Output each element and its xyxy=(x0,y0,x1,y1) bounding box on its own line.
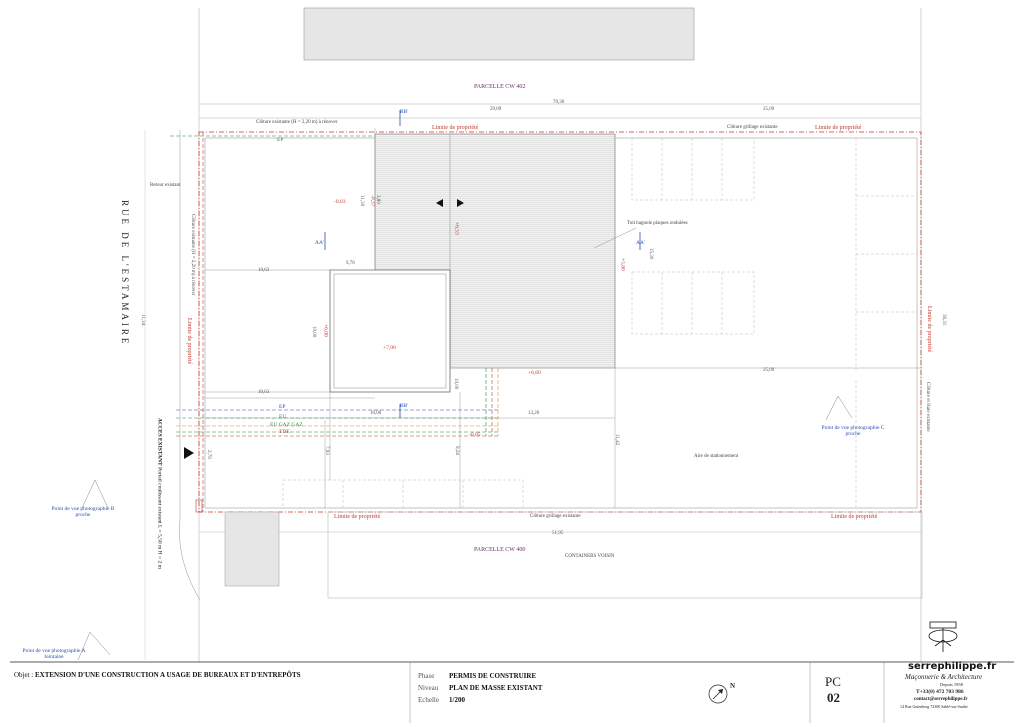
dimension-label: 9,76 xyxy=(346,261,355,266)
network-tel-label: TDE xyxy=(279,429,290,435)
niveau-label: Niveau xyxy=(418,684,439,692)
north-arrow-label: N xyxy=(730,682,736,690)
parcel-north-label: PARCELLE CW 402 xyxy=(474,84,526,90)
property-limit-label: Limite de propriété xyxy=(432,125,479,131)
dimension-label: 9,24 xyxy=(454,446,459,455)
elevation-marker: +6,60 xyxy=(528,370,541,376)
property-limit-label: Limite de propriété xyxy=(926,306,932,353)
dimension-label: 3,80 xyxy=(375,195,380,204)
access-label: ACCES EXISTANT Portail coulissant exista… xyxy=(156,418,163,569)
access-title: ACCES EXISTANT xyxy=(156,418,163,466)
neighbor-containers-plot xyxy=(327,511,923,599)
dimension-label: 13,20 xyxy=(528,411,540,416)
dimension-label: 10,00 xyxy=(370,411,382,416)
viewpoint-b-label: Point de vue photographie B proche xyxy=(51,506,115,518)
fence-label-east: Clôture et Haie existante xyxy=(925,382,930,432)
elevation-marker: +6,53 xyxy=(453,222,460,235)
dimension-label: 25,09 xyxy=(763,368,775,373)
network-ep-label: EP xyxy=(277,137,284,143)
elevation-marker: +5,80 xyxy=(619,258,626,271)
north-arrow-circle xyxy=(708,684,728,704)
elevation-marker: -0,03 xyxy=(334,199,346,205)
retour-note: Retour existant xyxy=(150,183,181,188)
object-label: Objet : xyxy=(14,671,34,679)
parcel-south-label: PARCELLE CW 400 xyxy=(474,547,526,553)
existing-office-block xyxy=(329,269,451,393)
company-logo-mark xyxy=(928,621,958,652)
company-address: 14 Rue Gutenberg 72300 Sablé-sur-Sarthe xyxy=(900,704,968,709)
elevation-marker: +7,00 xyxy=(383,345,396,351)
object-value: EXTENSION D'UNE CONSTRUCTION A USAGE DE … xyxy=(35,671,301,679)
company-subtitle: Maçonnerie & Architecture xyxy=(905,673,983,681)
titleblock-object: Objet : EXTENSION D'UNE CONSTRUCTION A U… xyxy=(14,672,301,679)
fence-label-north-grid: Clôture grillage existante xyxy=(727,125,778,130)
elevation-marker: +6,00 xyxy=(322,324,329,337)
access-line2: L = 5,50 m H = 2 m xyxy=(156,525,163,569)
elevation-marker: -0,37 xyxy=(369,195,376,207)
dimension-label: 70,36 xyxy=(553,100,565,105)
dimension-label: 11,42 xyxy=(614,434,619,446)
dimension-label: 29,09 xyxy=(490,107,502,112)
roof-note: Toit bagnole plaques ondulées xyxy=(627,221,688,226)
property-limit-label: Limite de propriété xyxy=(831,514,878,520)
network-ep2-label: EP xyxy=(279,404,286,410)
fence-label-west: Clôture existante (H = 2,20 m) à rénover xyxy=(190,214,195,296)
fence-label-south-grid: Clôture grillage existante xyxy=(530,514,581,519)
property-limit-label: Limite de propriété xyxy=(815,125,862,131)
neighbor-shed xyxy=(224,511,280,587)
niveau-value: PLAN DE MASSE EXISTANT xyxy=(449,684,543,692)
viewpoint-c-label: Point de vue photographie C proche xyxy=(821,425,885,437)
dimension-label: 10,00 xyxy=(453,378,458,390)
dimension-label: 2,79 xyxy=(206,450,211,459)
street-name: RUE DE L'ESTAMAIRE xyxy=(120,200,130,347)
containers-label: CONTAINERS VOISIN xyxy=(565,554,615,559)
property-limit-label: Limite de propriété xyxy=(334,514,381,520)
viewpoint-a-label: Point de vue photographie A lointaine xyxy=(22,648,86,660)
fence-label-north: Clôture existante (H = 2,20 m) à rénover xyxy=(256,120,338,125)
parking-label: Aire de stationnement xyxy=(694,454,739,459)
property-limit-label: Limite de propriété xyxy=(186,318,192,365)
company-phone: T+33(0) 472 703 986 xyxy=(916,689,964,695)
section-bb-label: BB' xyxy=(400,403,409,409)
phase-value: PERMIS DE CONSTRUIRE xyxy=(449,672,537,680)
company-since: Depuis 1958 xyxy=(940,682,963,687)
access-arrow-icon xyxy=(184,447,194,459)
access-line1: Portail coulissant existant xyxy=(156,467,163,524)
elevation-marker: -0,05 xyxy=(469,432,481,438)
network-eu-label: EU xyxy=(279,414,287,420)
pc-code: PC xyxy=(825,674,841,689)
dimension-label: 51,95 xyxy=(552,531,564,536)
network-gaz-label: EU GAZ GAZ xyxy=(270,422,303,428)
dimension-label: 36,31 xyxy=(941,314,946,326)
pc-number: 02 xyxy=(827,690,840,705)
dimension-label: 15,30 xyxy=(648,248,653,260)
echelle-value: 1/200 xyxy=(449,696,465,704)
arrow-left-marker xyxy=(436,199,443,207)
dimension-label: 7,93 xyxy=(324,446,329,455)
company-name: serrephilippe.fr xyxy=(908,661,997,672)
arrow-right-marker xyxy=(457,199,464,207)
dimension-label: 25,09 xyxy=(763,107,775,112)
dimension-label: 11,34 xyxy=(140,314,145,326)
dimension-label: 10,63 xyxy=(258,390,270,395)
section-bb-label: BB' xyxy=(400,109,409,115)
dimension-label: 11,30 xyxy=(359,195,364,207)
section-aa-label: AA' xyxy=(315,240,324,246)
phase-label: Phase xyxy=(418,672,435,680)
neighbor-building-north xyxy=(303,7,695,61)
section-aa-label: AA' xyxy=(636,240,645,246)
dimension-label: 10,63 xyxy=(258,268,270,273)
echelle-label: Echelle xyxy=(418,696,439,704)
company-email: contact@serrephilippe.fr xyxy=(914,697,968,702)
dimension-label: 10,00 xyxy=(311,326,316,338)
